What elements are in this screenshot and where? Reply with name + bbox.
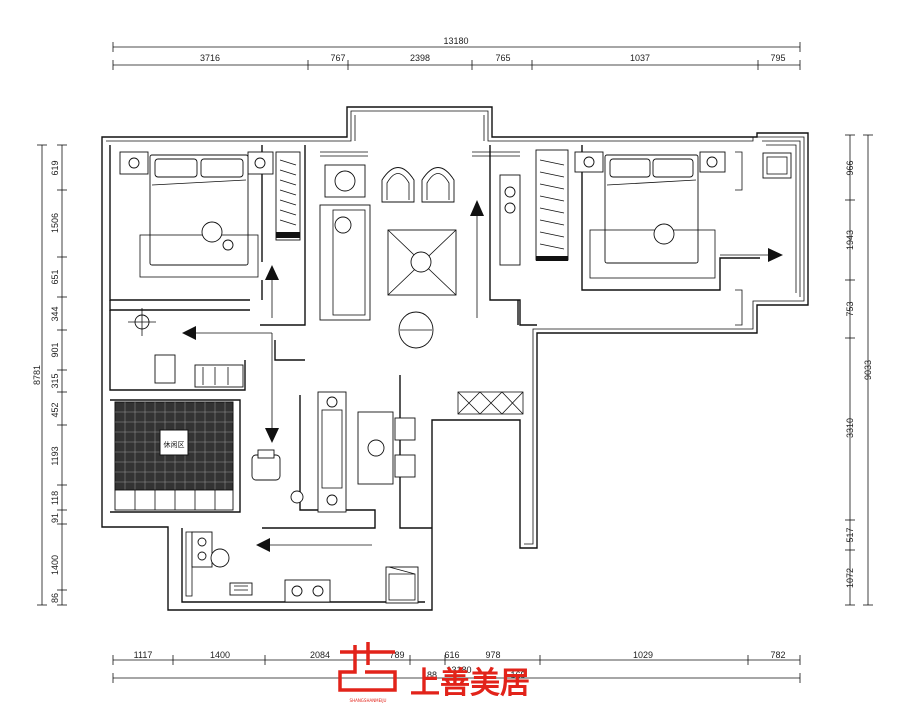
tatami-label: 休闲区 (164, 440, 185, 449)
desk-chair (251, 449, 281, 481)
left-dim-8: 1193 (50, 446, 60, 465)
top-dimension-lines: 13180 3716 767 2398 765 1037 795 (112, 36, 801, 70)
tatami-room: 休闲区 (114, 401, 304, 511)
living-room (319, 151, 521, 349)
right-dim-6: 1072 (845, 568, 855, 588)
left-dim-10: 91 (50, 513, 60, 523)
kitchen (185, 531, 419, 604)
bottom-small-dim-2: 169 (510, 670, 525, 680)
plant-icon (201, 221, 234, 251)
bottom-dim-1: 1117 (134, 650, 153, 660)
bottom-small-dim-1: 88 (427, 670, 437, 680)
bottom-dim-3: 2084 (310, 650, 330, 660)
logo-mark-icon (338, 642, 397, 692)
left-dim-12: 86 (50, 593, 60, 603)
drawer-handle (229, 582, 253, 596)
fridge (385, 566, 419, 604)
left-dim-6: 315 (50, 373, 60, 388)
arrow-up-icon (265, 265, 279, 318)
bottom-dim-8: 782 (770, 650, 785, 660)
bottom-dim-2: 1400 (210, 650, 230, 660)
bottom-dim-5: 616 (444, 650, 459, 660)
sink-cabinet (154, 354, 176, 384)
left-dim-9: 118 (50, 491, 60, 505)
left-dim-11: 1400 (50, 555, 60, 575)
right-dim-3: 753 (845, 301, 855, 316)
dining-chair-2 (394, 454, 416, 478)
kitchen-sink (191, 531, 213, 568)
dining-area (317, 391, 524, 513)
built-in-cabinet (114, 489, 234, 511)
left-dim-4: 344 (50, 306, 60, 321)
dining-chair-1 (394, 417, 416, 441)
left-bedroom (119, 151, 301, 278)
tall-cabinet (317, 391, 347, 513)
bottom-dim-4: 789 (389, 650, 404, 660)
arrow-up-icon-2 (470, 200, 484, 318)
double-bed-left (149, 154, 249, 266)
right-dim-5: 517 (845, 527, 855, 542)
top-dim-1: 3716 (200, 53, 220, 63)
side-shelf (194, 364, 244, 388)
window-rail (457, 391, 524, 415)
left-dim-7: 452 (50, 402, 60, 417)
top-dim-4: 765 (495, 53, 510, 63)
arrow-left-icon-2 (256, 538, 372, 552)
top-dim-3: 2398 (410, 53, 430, 63)
circulation-arrows (182, 200, 783, 552)
left-dim-5: 901 (50, 342, 60, 357)
left-total-dim: 8781 (32, 365, 42, 385)
flower-decor-icon (410, 251, 432, 273)
top-dim-5: 1037 (630, 53, 650, 63)
logo-subtitle: SHANGSHANMEIJU (350, 698, 387, 703)
trash-bin (210, 548, 230, 568)
bottom-dim-6: 978 (485, 650, 500, 660)
interior-walls (109, 145, 760, 603)
left-dim-1: 619 (50, 160, 60, 175)
right-dim-1: 966 (845, 160, 855, 175)
bottom-dim-7: 1029 (633, 650, 653, 660)
gas-stove (284, 579, 331, 603)
left-dimension-lines: 8781 619 1506 651 344 901 315 452 1193 1… (32, 144, 67, 606)
right-total-dim: 9033 (863, 360, 873, 380)
curtain-top-right (472, 151, 520, 157)
right-dimension-lines: 966 1943 753 3310 517 1072 9033 (845, 134, 873, 606)
double-bed-right (604, 154, 699, 264)
right-dim-2: 1943 (845, 230, 855, 250)
lounge-chair-2 (421, 167, 455, 203)
bedroom-rug-left (139, 234, 259, 278)
right-dim-4: 3310 (845, 418, 855, 438)
logo-text: 上善美居 (410, 666, 530, 701)
utility-room (128, 308, 244, 388)
plant-icon-right (653, 223, 675, 245)
curtain-top-left (320, 151, 368, 157)
bedroom-rug-right (589, 229, 716, 279)
arrow-left-icon (182, 326, 272, 340)
arrow-down-icon (265, 333, 279, 443)
tv-cabinet (499, 174, 521, 266)
lounge-chair-1 (381, 167, 415, 203)
right-bedroom (535, 149, 792, 326)
arrow-right-icon (720, 248, 783, 262)
exterior-walls (101, 106, 809, 611)
top-dim-6: 795 (770, 53, 785, 63)
bottom-dimension-lines: 1117 1400 2084 789 616 978 1029 782 1318… (112, 650, 801, 683)
brand-logo: 上善美居 SHANGSHANMEIJU (338, 642, 530, 703)
wardrobe-right (535, 149, 569, 261)
top-total-dim: 13180 (443, 36, 468, 46)
wardrobe-left (275, 151, 301, 241)
plant-small-icon (290, 490, 304, 504)
top-dim-2: 767 (330, 53, 345, 63)
left-dim-2: 1506 (50, 213, 60, 233)
bottom-total-dim: 13180 (446, 665, 471, 675)
left-dim-3: 651 (50, 269, 60, 284)
